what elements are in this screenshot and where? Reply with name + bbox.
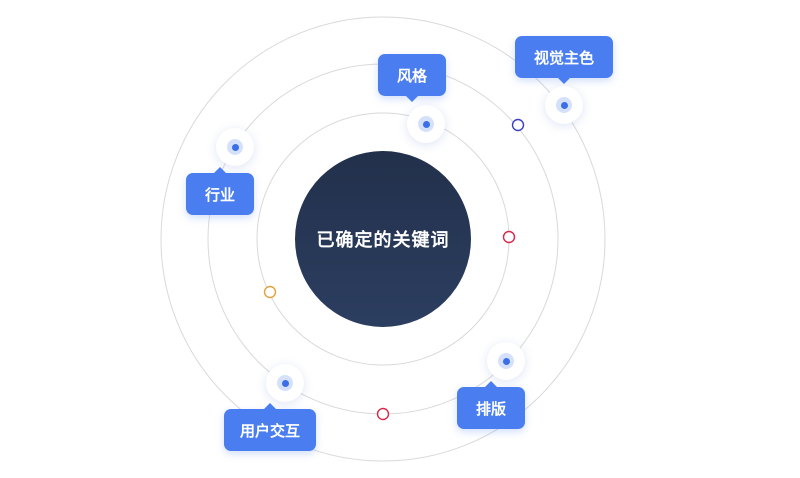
node-interaction[interactable]: [266, 364, 304, 402]
node-industry[interactable]: [216, 128, 254, 166]
tag-interaction-label: 用户交互: [239, 421, 300, 440]
tag-style[interactable]: 风格: [378, 54, 446, 102]
tag-visual-theme-label: 视觉主色: [533, 48, 594, 67]
orbit-marker-red-bottom: [376, 407, 390, 421]
orbit-ring-outer: [160, 16, 606, 462]
orbit-marker-red-right: [502, 230, 516, 244]
tag-industry-label: 行业: [204, 185, 235, 204]
node-visual-theme[interactable]: [545, 86, 583, 124]
tag-layout[interactable]: 排版: [457, 381, 525, 429]
tag-visual-theme[interactable]: 视觉主色: [515, 36, 613, 84]
tag-interaction[interactable]: 用户交互: [224, 403, 316, 451]
node-style[interactable]: [407, 105, 445, 143]
node-layout[interactable]: [487, 342, 525, 380]
center-keyword-label: 已确定的关键词: [316, 230, 450, 251]
orbit-marker-orange: [263, 285, 277, 299]
tag-industry[interactable]: 行业: [186, 167, 254, 215]
orbit-marker-blue: [511, 118, 525, 132]
center-keyword-circle: 已确定的关键词: [295, 151, 471, 327]
tag-style-label: 风格: [396, 66, 427, 85]
tag-layout-label: 排版: [475, 399, 506, 418]
